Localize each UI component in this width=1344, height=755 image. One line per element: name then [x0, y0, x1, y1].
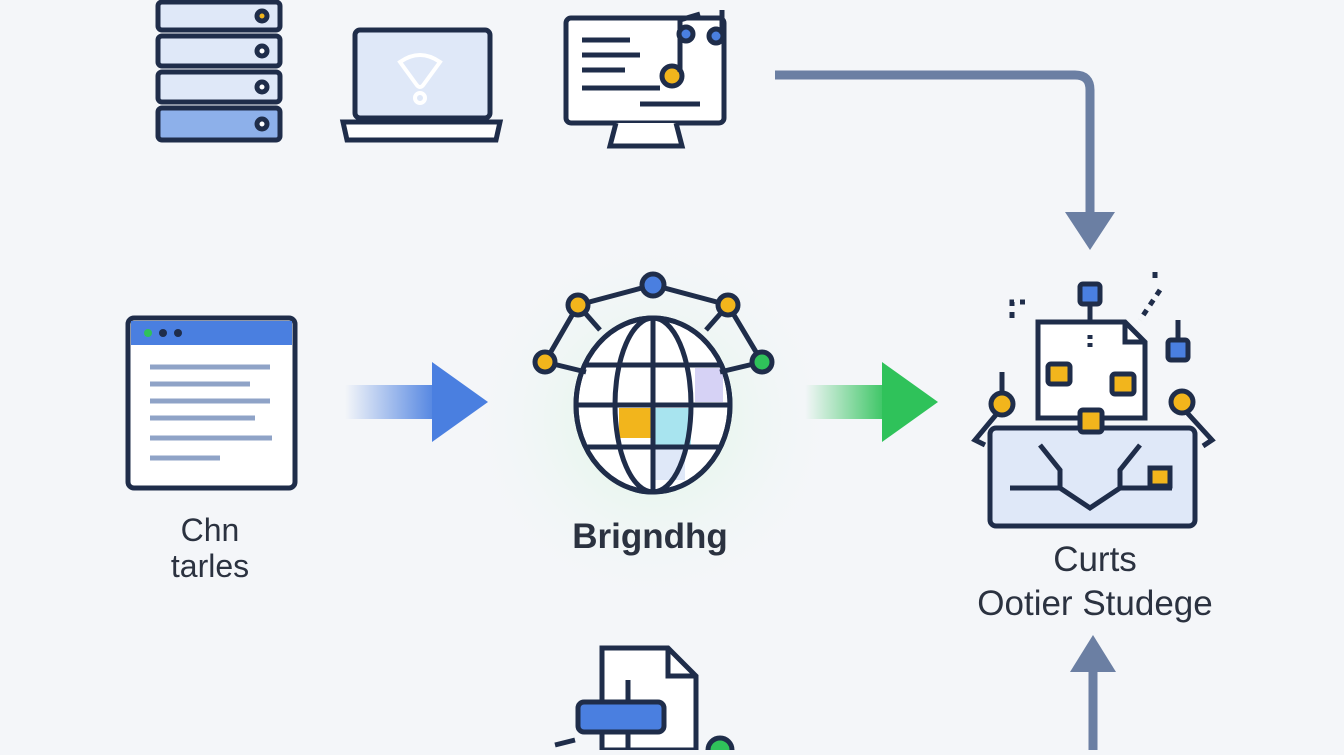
node-label-left-line1: Chn — [180, 512, 240, 548]
node-label-right: Curts Ootier Studege — [920, 538, 1270, 626]
arrow-bottom-right-head — [1070, 635, 1116, 672]
arrow-top-right — [775, 70, 1095, 225]
arrow-green-head — [882, 362, 938, 442]
arrow-blue-head — [432, 362, 488, 442]
robot-workstation-icon — [971, 272, 1216, 529]
node-label-left-line2: tarles — [170, 548, 250, 584]
globe-network-icon — [532, 271, 775, 495]
node-label-right-line2: Ootier Studege — [977, 584, 1213, 623]
arrow-top-right-head — [1065, 212, 1115, 250]
arrow-blue-shaft — [345, 385, 440, 419]
browser-window-icon — [125, 315, 298, 491]
node-label-center: Brigndhg — [572, 517, 728, 556]
monitor-music-icon — [563, 10, 727, 149]
arrow-green-shaft — [805, 385, 890, 419]
server-stack-icon — [155, 0, 283, 143]
document-icon — [554, 645, 735, 755]
laptop-icon — [339, 27, 504, 143]
node-label-right-line1: Curts — [1053, 540, 1137, 579]
node-label-left: Chn tarles — [120, 512, 300, 584]
